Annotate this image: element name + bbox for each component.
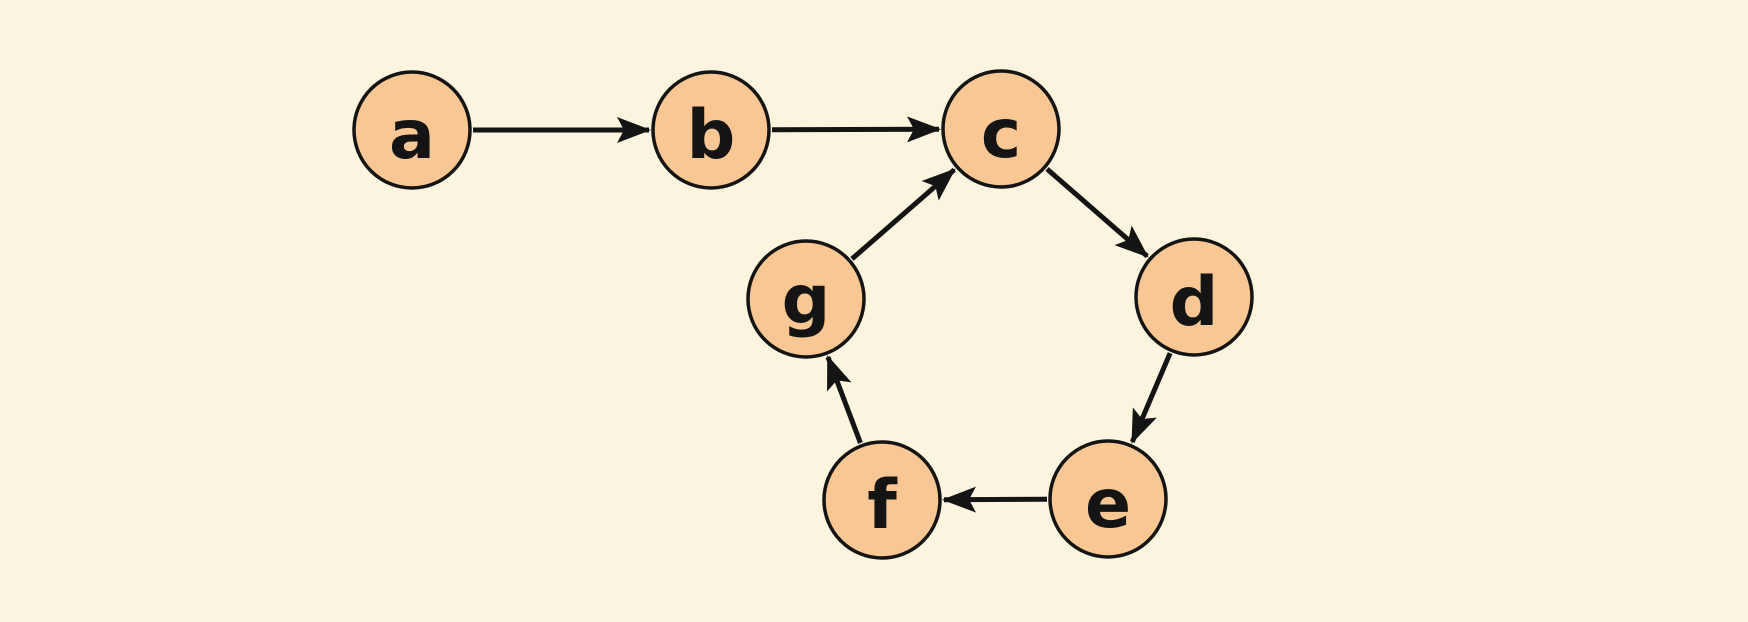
node-e[interactable]: e	[1048, 439, 1168, 559]
edge-b-to-c	[771, 116, 942, 143]
node-circle-b[interactable]	[651, 70, 771, 190]
edge-g-to-c	[850, 167, 956, 261]
node-c[interactable]: c	[941, 69, 1061, 189]
edge-f-to-g	[825, 355, 863, 444]
node-circle-f[interactable]	[822, 440, 942, 560]
node-circle-e[interactable]	[1048, 439, 1168, 559]
node-a[interactable]: a	[352, 70, 472, 190]
edge-d-to-e	[1129, 352, 1173, 444]
node-circle-d[interactable]	[1134, 237, 1254, 357]
node-b[interactable]: b	[651, 70, 771, 190]
node-circle-a[interactable]	[352, 70, 472, 190]
edges-layer	[473, 116, 1173, 513]
node-circle-g[interactable]	[746, 239, 866, 359]
node-g[interactable]: g	[746, 239, 866, 359]
edge-c-to-d	[1045, 167, 1149, 259]
node-f[interactable]: f	[822, 440, 942, 560]
node-d[interactable]: d	[1134, 237, 1254, 357]
node-circle-c[interactable]	[941, 69, 1061, 189]
